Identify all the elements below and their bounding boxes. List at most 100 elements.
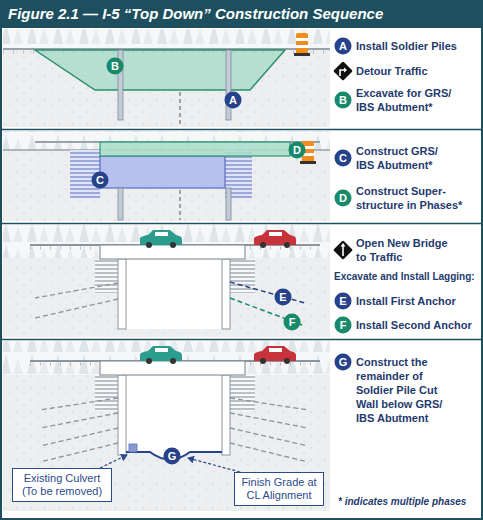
panel-4-scene — [3, 341, 330, 511]
step-letter: D — [334, 189, 352, 207]
detour-sign — [333, 61, 353, 81]
callout-text: Finish Grade at CL Alignment — [239, 476, 319, 502]
panel-2-scene — [3, 131, 330, 221]
open-bridge-sign — [341, 243, 346, 247]
circle-fill — [92, 172, 109, 189]
step-description: Open New Bridge to Traffic — [356, 236, 454, 264]
car — [284, 358, 290, 364]
step-letter: E — [274, 288, 292, 306]
traffic-barrel — [300, 161, 316, 164]
grs-layers — [95, 259, 118, 293]
abutment — [100, 156, 225, 188]
ground-anchor — [35, 299, 118, 318]
car — [155, 348, 168, 352]
step-circle: C — [334, 149, 352, 167]
ground-anchor — [35, 283, 118, 298]
step-letter: F — [334, 316, 352, 334]
car — [146, 242, 152, 248]
traffic-barrel — [296, 33, 308, 55]
step-letter: D — [288, 141, 306, 159]
panel-4-scene — [3, 341, 330, 375]
car — [170, 242, 176, 248]
excavation-area — [35, 50, 285, 90]
abutment — [100, 156, 225, 188]
soldier-pile — [118, 50, 231, 120]
step-circle: B — [334, 91, 352, 109]
open-bridge-sign — [333, 240, 353, 260]
step-circle: C — [91, 171, 109, 189]
step-description: Detour Traffic — [356, 64, 480, 78]
step-letter: G — [163, 447, 181, 465]
callout-box: Finish Grade at CL Alignment — [234, 472, 324, 506]
panel-3-scene — [126, 259, 222, 329]
ground-anchor — [40, 398, 118, 410]
soldier-pile — [118, 188, 123, 220]
panel-4-scene — [3, 341, 330, 375]
cut-wall — [118, 259, 230, 329]
circle-fill — [164, 448, 181, 465]
open-bridge-sign — [333, 240, 353, 260]
car — [254, 346, 296, 364]
step-circle: A — [224, 91, 242, 109]
car — [155, 232, 168, 236]
step-description: Install Soldier Piles — [356, 39, 480, 53]
circle-fill — [335, 354, 352, 371]
step-circle: F — [334, 316, 352, 334]
step-description: Install Second Anchor — [356, 318, 480, 332]
step-letter: B — [334, 91, 352, 109]
ground-anchor — [40, 443, 118, 462]
car — [269, 348, 282, 352]
car — [284, 242, 290, 248]
callout-box: Existing Culvert (To be removed) — [12, 468, 112, 502]
step-circle: G — [163, 447, 181, 465]
ground-anchor — [230, 282, 305, 303]
detour-sign — [344, 68, 347, 73]
step-circle: A — [334, 37, 352, 55]
car — [170, 358, 176, 364]
ground-anchor — [230, 413, 308, 428]
panel-3-scene — [3, 258, 330, 337]
excavation-area — [35, 50, 285, 90]
leader-arrow — [188, 458, 240, 472]
detour-sign — [333, 61, 353, 81]
grs-layers — [230, 375, 255, 411]
car — [146, 358, 152, 364]
panel-1-scene — [3, 29, 330, 50]
traffic-barrel — [294, 53, 310, 56]
circle-fill — [335, 293, 352, 310]
traffic-barrel — [296, 45, 308, 48]
panel-1-scene — [3, 29, 330, 50]
superstructure — [100, 142, 290, 156]
cut-wall — [222, 375, 230, 455]
centerline — [180, 92, 181, 124]
step-circle: B — [106, 57, 124, 75]
existing-culvert — [129, 444, 137, 452]
cut-wall — [118, 375, 230, 455]
panel-3-scene — [3, 225, 330, 258]
soldier-pile — [226, 188, 231, 220]
step-description: Excavate and Install Lagging: — [334, 270, 480, 284]
circle-fill — [335, 317, 352, 334]
soldier-pile — [226, 50, 231, 120]
step-description: Install First Anchor — [356, 294, 480, 308]
circle-fill — [335, 150, 352, 167]
circle-fill — [335, 38, 352, 55]
step-letter: A — [224, 91, 242, 109]
step-letter: F — [283, 313, 301, 331]
step-letter: G — [334, 353, 352, 371]
step-circle: D — [334, 189, 352, 207]
panel-2-scene — [3, 150, 330, 221]
step-letter: C — [334, 149, 352, 167]
panel-separator — [1, 339, 482, 341]
circle-fill — [284, 314, 301, 331]
step-letter: B — [106, 57, 124, 75]
circle-fill — [275, 289, 292, 306]
car — [269, 232, 282, 236]
superstructure — [35, 142, 320, 156]
footnote: * indicates multiple phases — [338, 495, 480, 509]
step-letter: A — [334, 37, 352, 55]
car — [254, 230, 296, 245]
existing-culvert — [129, 444, 137, 452]
